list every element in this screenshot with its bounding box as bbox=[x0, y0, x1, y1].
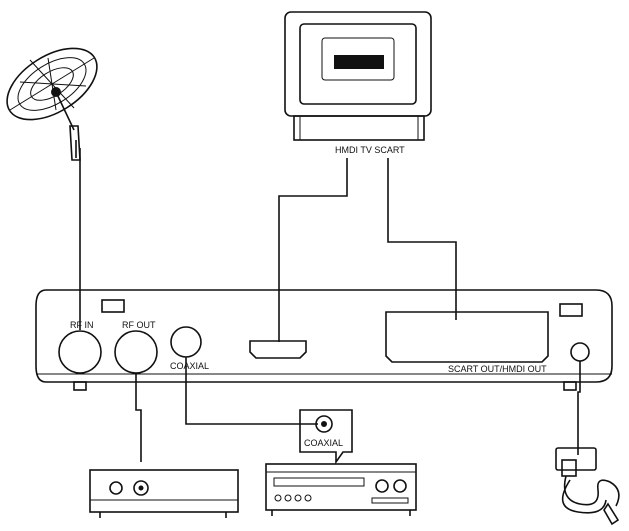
tv-icon bbox=[284, 11, 432, 141]
scart-cable bbox=[387, 158, 457, 320]
hdmi-cable bbox=[278, 158, 348, 342]
amplifier-coaxial-label: COAXIAL bbox=[304, 438, 343, 448]
rf-out-cable bbox=[135, 373, 142, 462]
audio-amplifier-icon bbox=[265, 463, 417, 516]
vcr-icon bbox=[89, 469, 239, 518]
coaxial-port-label: COAXIAL bbox=[170, 361, 209, 371]
satellite-dish-icon bbox=[6, 47, 98, 161]
rf-out-label: RF OUT bbox=[122, 320, 156, 330]
coaxial-cable bbox=[185, 357, 318, 425]
amplifier-coaxial-callout bbox=[299, 409, 353, 465]
power-cable bbox=[577, 361, 581, 455]
set-top-box-icon bbox=[35, 289, 613, 391]
scart-hdmi-out-label: SCART OUT/HMDI OUT bbox=[448, 364, 547, 374]
power-adapter-icon bbox=[555, 447, 620, 526]
rf-in-label: RF IN bbox=[70, 320, 94, 330]
tv-inputs-label: HMDI TV SCART bbox=[335, 145, 405, 155]
